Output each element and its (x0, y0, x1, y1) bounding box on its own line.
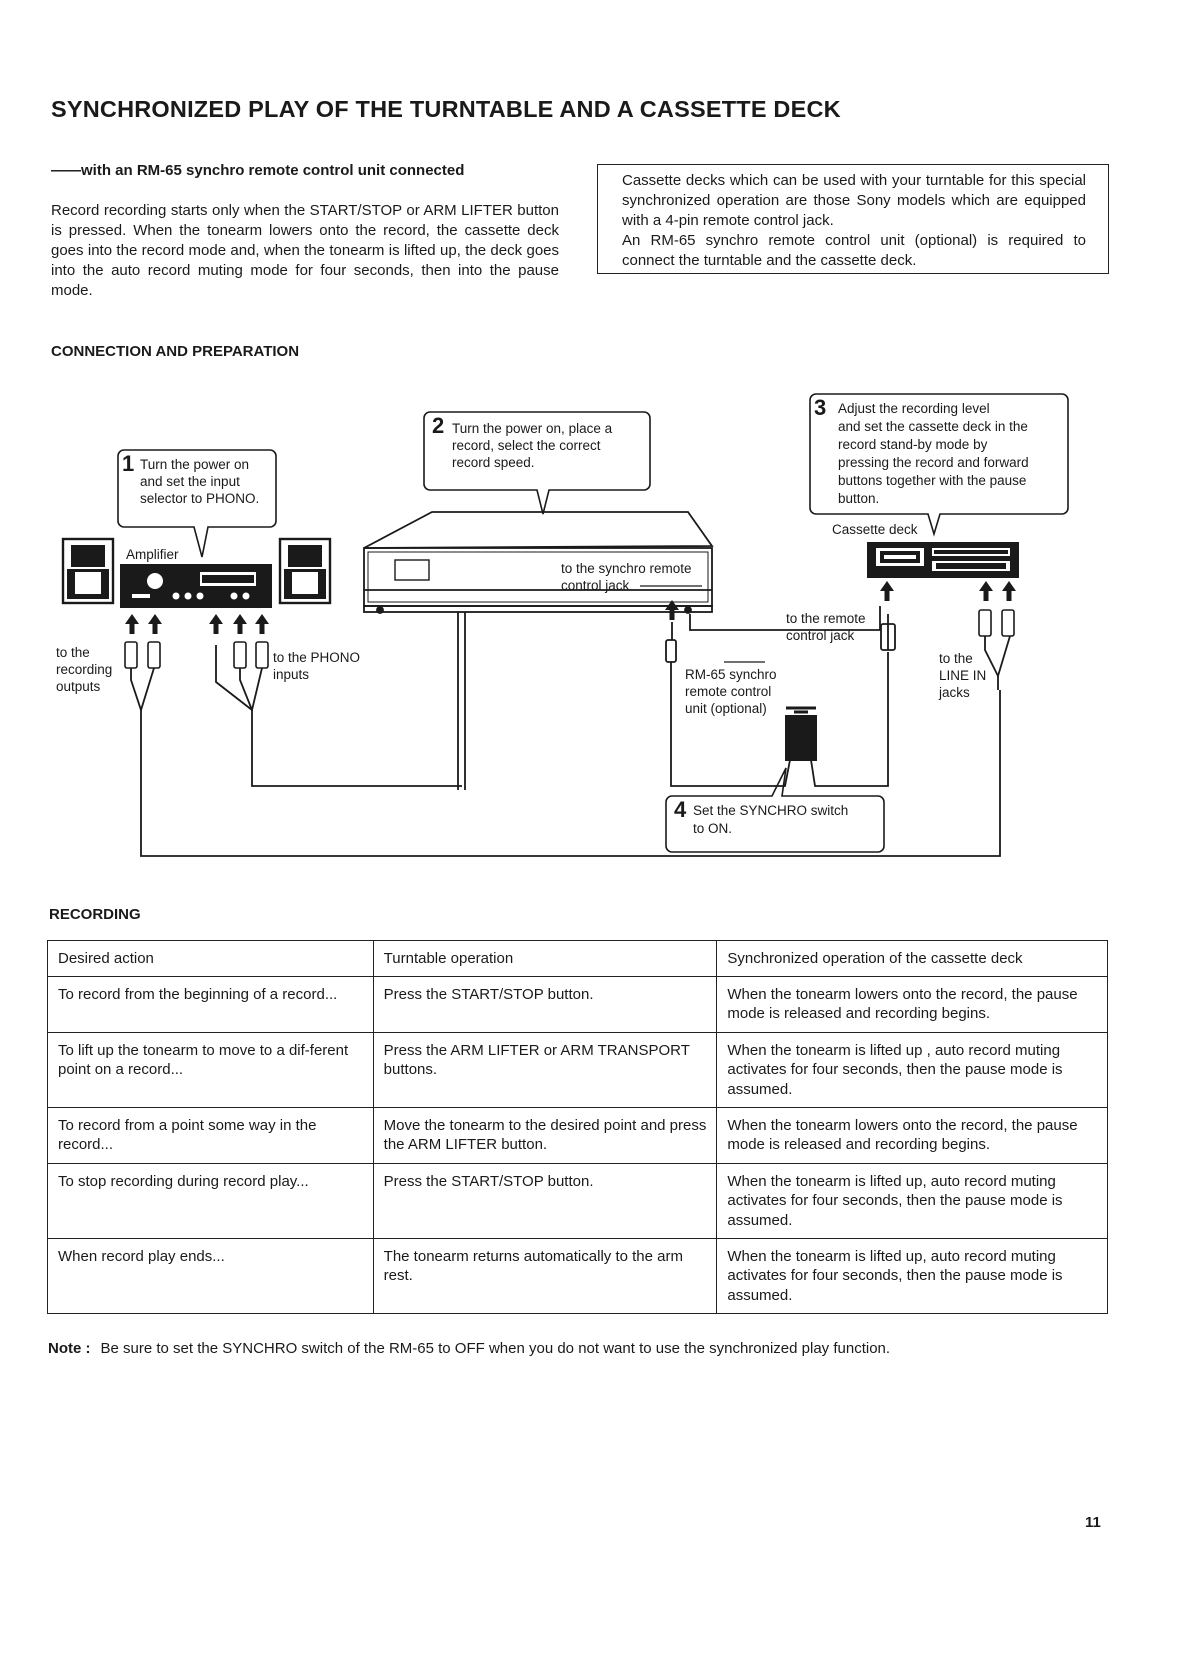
table-cell: To record from a point some way in the r… (47, 1106, 374, 1164)
table-cell: To lift up the tonearm to move to a dif-… (47, 1031, 374, 1108)
table-cell: Press the START/STOP button. (372, 975, 718, 1033)
step-2-line-b: record, select the correct (452, 438, 601, 453)
step-2-line-a: Turn the power on, place a (452, 421, 613, 436)
turntable-unit (363, 511, 714, 790)
table-cell: When the tonearm is lifted up, auto reco… (716, 1237, 1108, 1314)
remote-jack-label: to the remote control jack (786, 610, 866, 644)
amplifier-arrows (125, 581, 1016, 634)
line-in-line-b: LINE IN (939, 668, 987, 683)
table-cell: When record play ends... (47, 1237, 374, 1314)
note-label: Note : (48, 1340, 91, 1357)
amplifier-label: Amplifier (126, 547, 179, 562)
step-1-number: 1 (122, 451, 135, 476)
amplifier-unit (120, 564, 272, 608)
table-header-cell: Turntable operation (372, 940, 718, 977)
rm65-line-a: RM-65 synchro (685, 667, 777, 682)
callout-2-bubble (423, 411, 651, 515)
step-1-line-b: and set the input (140, 474, 240, 489)
step-3-line-a: Adjust the recording level (838, 401, 990, 416)
step-2-number: 2 (432, 413, 445, 438)
line-in-label: to the LINE IN jacks (939, 650, 986, 701)
rm65-line-b: remote control (685, 684, 772, 699)
phono-inputs-line-b: inputs (273, 667, 310, 682)
step-2-line-c: record speed. (452, 455, 535, 470)
rec-outputs-line-a: to the (56, 645, 90, 660)
page-number: 11 (1085, 1514, 1101, 1531)
step-3-line-d: pressing the record and forward (838, 455, 1029, 470)
callout-1-bubble (117, 449, 277, 558)
step-1-line-c: selector to PHONO. (140, 491, 260, 506)
info-box: Cassette decks which can be used with yo… (597, 164, 1109, 274)
rec-outputs-label: to the recording outputs (56, 644, 112, 695)
line-in-line-c: jacks (939, 685, 970, 700)
page-title: SYNCHRONIZED PLAY OF THE TURNTABLE AND A… (51, 96, 841, 122)
table-row: To lift up the tonearm to move to a dif-… (47, 1031, 1108, 1108)
table-header-row: Desired action Turntable operation Synch… (47, 940, 1108, 977)
table-header-cell: Desired action (47, 940, 374, 977)
rm65-label: RM-65 synchro remote control unit (optio… (685, 666, 777, 717)
synchro-jack-line-b: control jack (561, 578, 630, 593)
table-cell: To record from the beginning of a record… (47, 975, 374, 1033)
note-text: Be sure to set the SYNCHRO switch of the… (100, 1340, 891, 1357)
table-cell: When the tonearm lowers onto the record,… (716, 1106, 1108, 1164)
step-3-line-b: and set the cassette deck in the (838, 419, 1028, 434)
connection-diagram (61, 393, 1069, 857)
step-4-number: 4 (674, 797, 687, 822)
table-cell: To stop recording during record play... (47, 1162, 374, 1239)
table-cell: When the tonearm lowers onto the record,… (716, 975, 1108, 1033)
recording-heading: RECORDING (49, 906, 141, 923)
step-1-line-a: Turn the power on (140, 457, 250, 472)
synchro-jack-line-a: to the synchro remote (561, 561, 692, 576)
remote-jack-line-b: control jack (786, 628, 855, 643)
table-cell: Press the ARM LIFTER or ARM TRANSPORT bu… (372, 1031, 718, 1108)
callout-3-bubble (809, 393, 1069, 537)
table-row: To record from a point some way in the r… (47, 1106, 1108, 1164)
synchro-jack-label: to the synchro remote control jack (561, 560, 692, 594)
table-row: To record from the beginning of a record… (47, 975, 1108, 1033)
info-box-text-1: Cassette decks which can be used with yo… (622, 172, 1086, 229)
rec-outputs-line-c: outputs (56, 679, 101, 694)
line-in-line-a: to the (939, 651, 973, 666)
table-cell: When the tonearm is lifted up , auto rec… (716, 1031, 1108, 1108)
step-4-line-b: to ON. (693, 821, 733, 836)
cassette-deck-label: Cassette deck (832, 522, 918, 537)
table-cell: When the tonearm is lifted up, auto reco… (716, 1162, 1108, 1239)
rm65-unit (785, 706, 817, 761)
table-row: When record play ends... The tonearm ret… (47, 1237, 1108, 1314)
table-cell: The tonearm returns automatically to the… (372, 1237, 718, 1314)
cables (130, 606, 1011, 857)
table-row: To stop recording during record play... … (47, 1162, 1108, 1239)
step-3-line-f: button. (838, 491, 880, 506)
phono-inputs-label: to the PHONO inputs (273, 649, 360, 683)
recording-table: Desired action Turntable operation Synch… (47, 940, 1108, 1314)
callout-4-bubble (665, 767, 885, 853)
cassette-deck-unit (867, 542, 1019, 578)
connection-heading: CONNECTION AND PREPARATION (51, 343, 300, 360)
phono-inputs-line-a: to the PHONO (273, 650, 361, 665)
step-3-line-e: buttons together with the pause (838, 473, 1027, 488)
table-cell: Move the tonearm to the desired point an… (372, 1106, 718, 1164)
rm65-line-c: unit (optional) (685, 701, 767, 716)
intro-paragraph: Record recording starts only when the ST… (51, 202, 559, 299)
subtitle: ——with an RM-65 synchro remote control u… (51, 162, 465, 179)
note: Note : Be sure to set the SYNCHRO switch … (48, 1340, 890, 1357)
table-header-cell: Synchronized operation of the cassette d… (716, 940, 1108, 977)
remote-jack-line-a: to the remote (786, 611, 866, 626)
step-3-number: 3 (814, 395, 827, 420)
table-cell: Press the START/STOP button. (372, 1162, 718, 1239)
left-speaker (61, 537, 115, 605)
right-speaker (278, 537, 332, 605)
rec-outputs-line-b: recording (56, 662, 113, 677)
info-box-text-2: An RM-65 synchro remote control unit (op… (622, 232, 1086, 269)
step-3-line-c: record stand-by mode by (838, 437, 988, 452)
step-4-line-a: Set the SYNCHRO switch (693, 803, 849, 818)
